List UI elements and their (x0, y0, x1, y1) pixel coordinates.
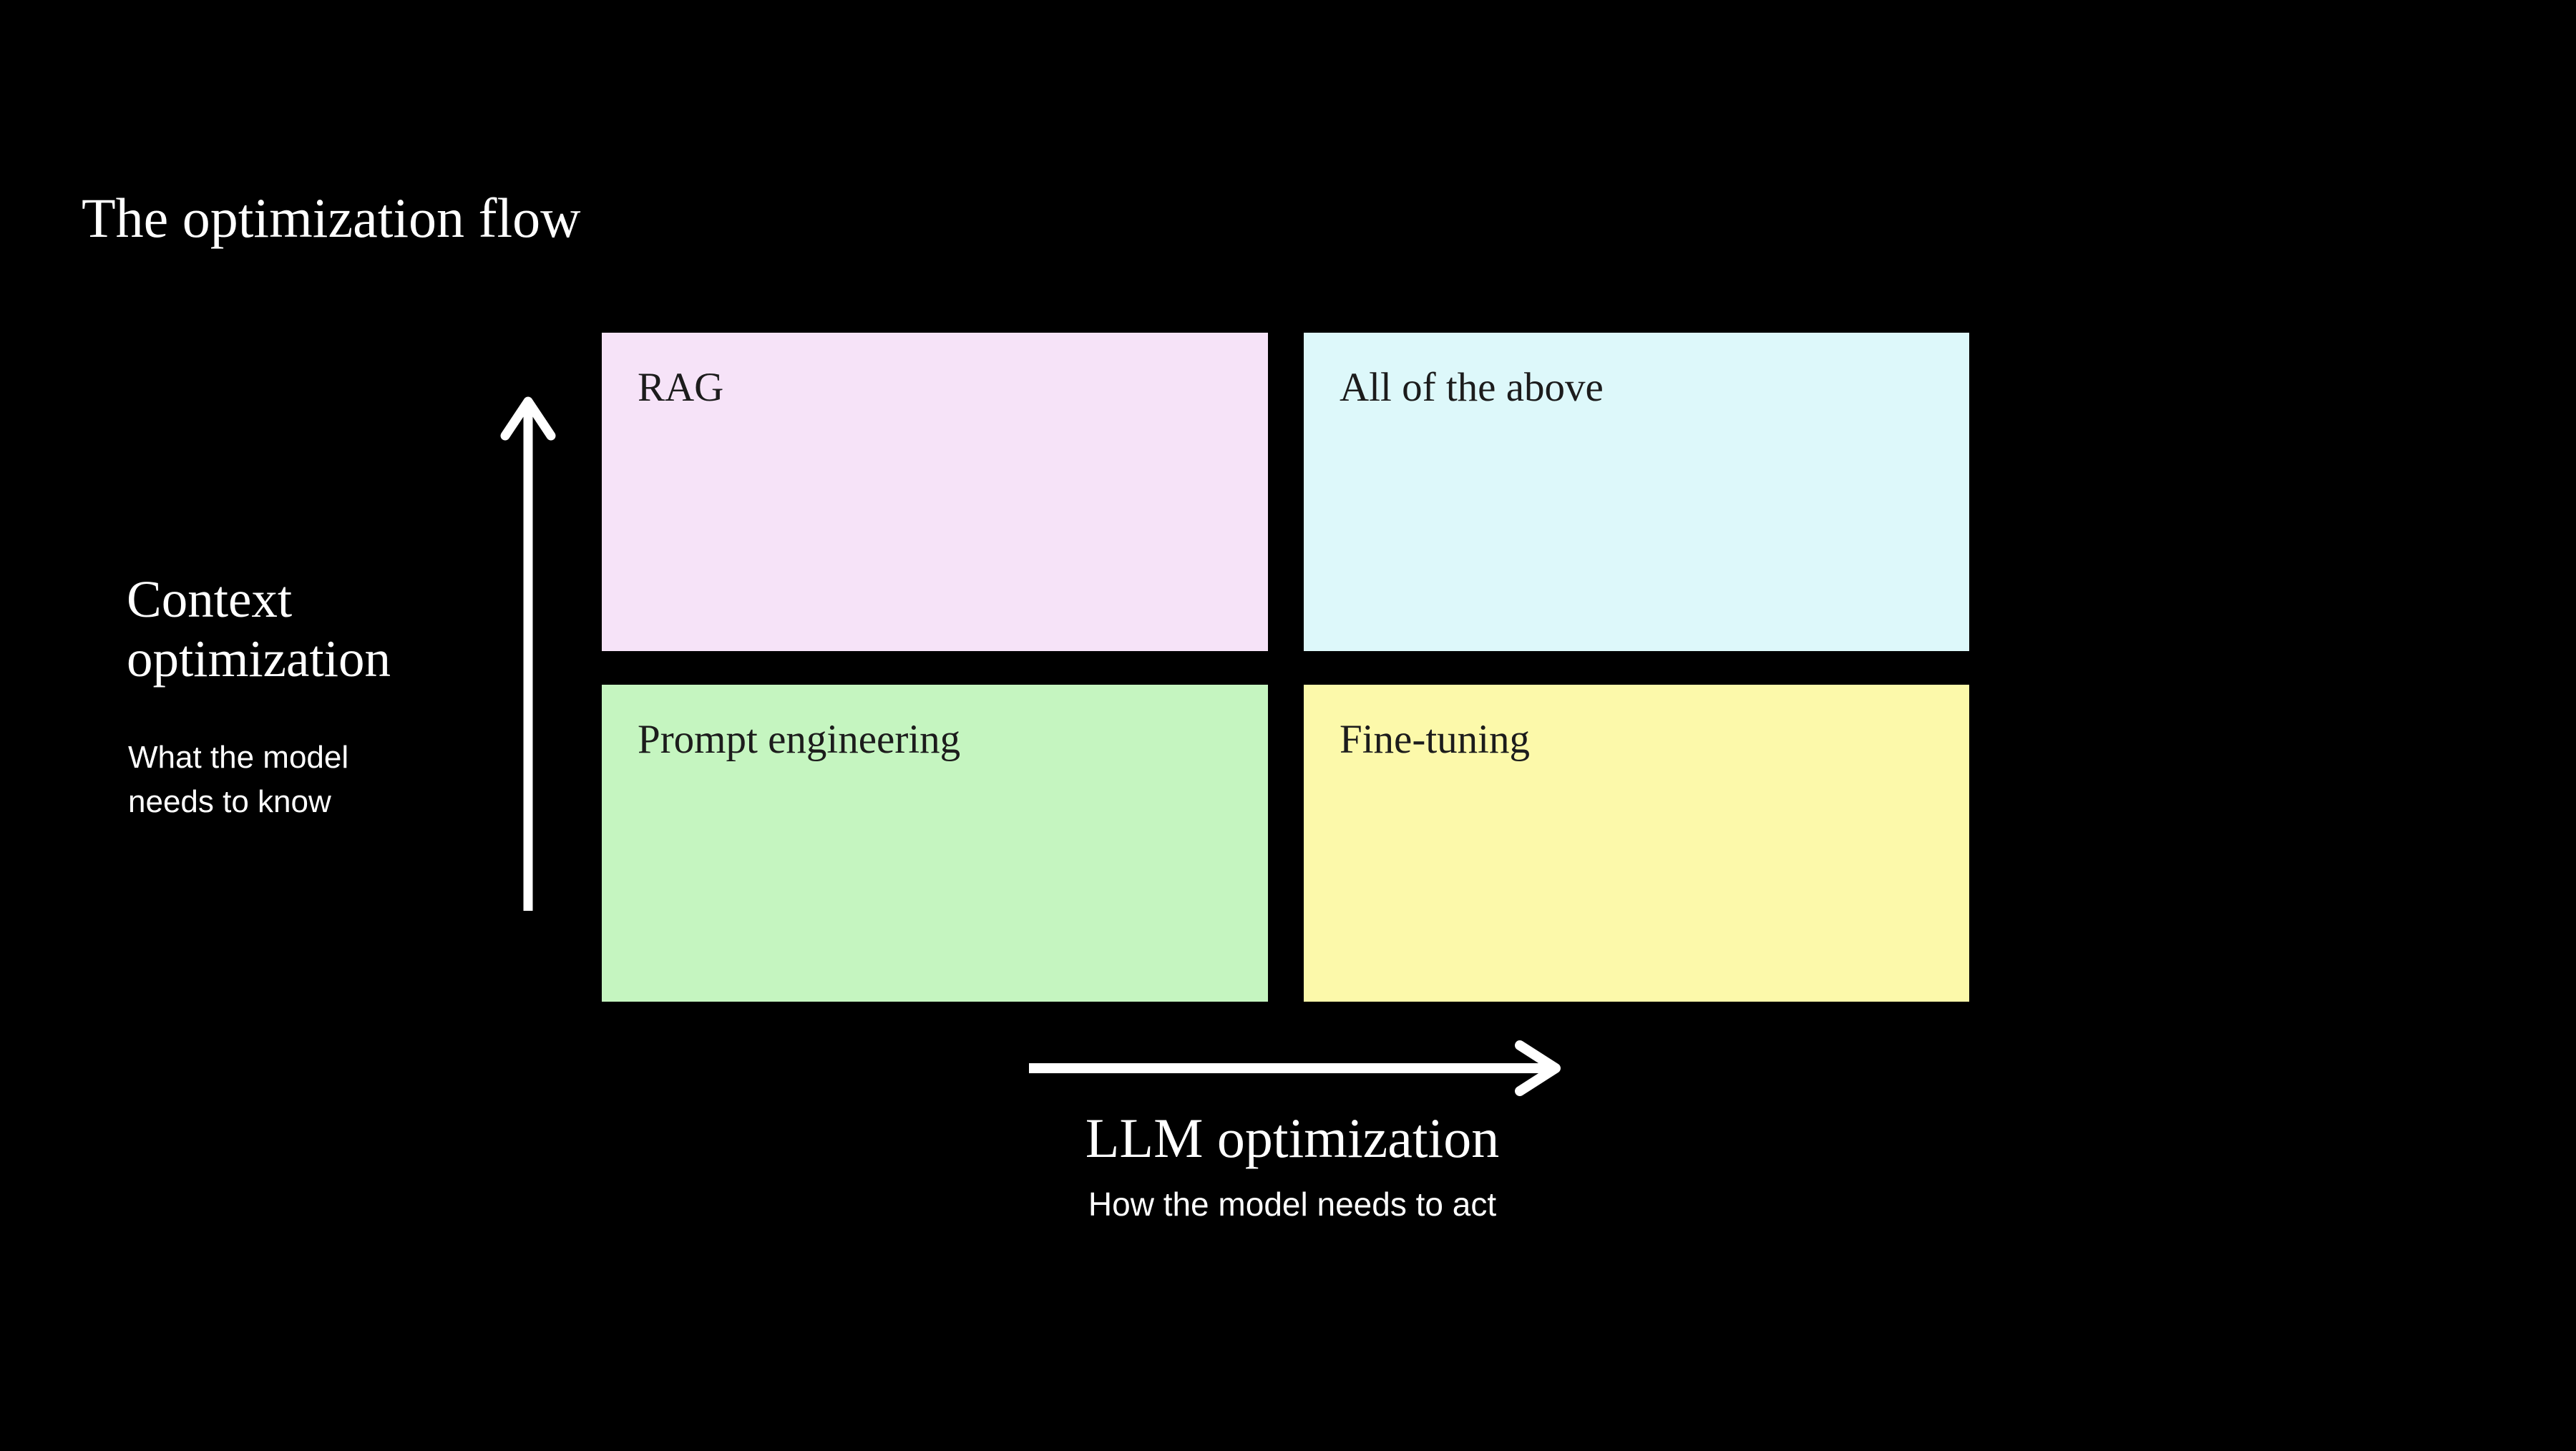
quadrant-prompt-engineering-label: Prompt engineering (638, 717, 961, 762)
y-axis-arrow-icon (500, 396, 556, 911)
y-axis-label: Context optimization (127, 570, 391, 688)
x-axis-label: LLM optimization (1085, 1107, 1500, 1169)
y-axis-description: What the model needs to know (128, 740, 349, 820)
x-axis-arrow-icon (1029, 1040, 1561, 1096)
x-axis-description: How the model needs to act (1088, 1186, 1497, 1223)
quadrant-rag: RAG (602, 333, 1268, 651)
quadrant-rag-label: RAG (638, 365, 724, 410)
quadrant-fine-tuning: Fine-tuning (1304, 685, 1969, 1002)
quadrant-all-of-the-above: All of the above (1304, 333, 1969, 651)
quadrant-fine-tuning-label: Fine-tuning (1340, 717, 1530, 762)
quadrant-prompt-engineering: Prompt engineering (602, 685, 1268, 1002)
quadrant-all-of-the-above-label: All of the above (1340, 365, 1604, 410)
page-title: The optimization flow (82, 187, 581, 249)
